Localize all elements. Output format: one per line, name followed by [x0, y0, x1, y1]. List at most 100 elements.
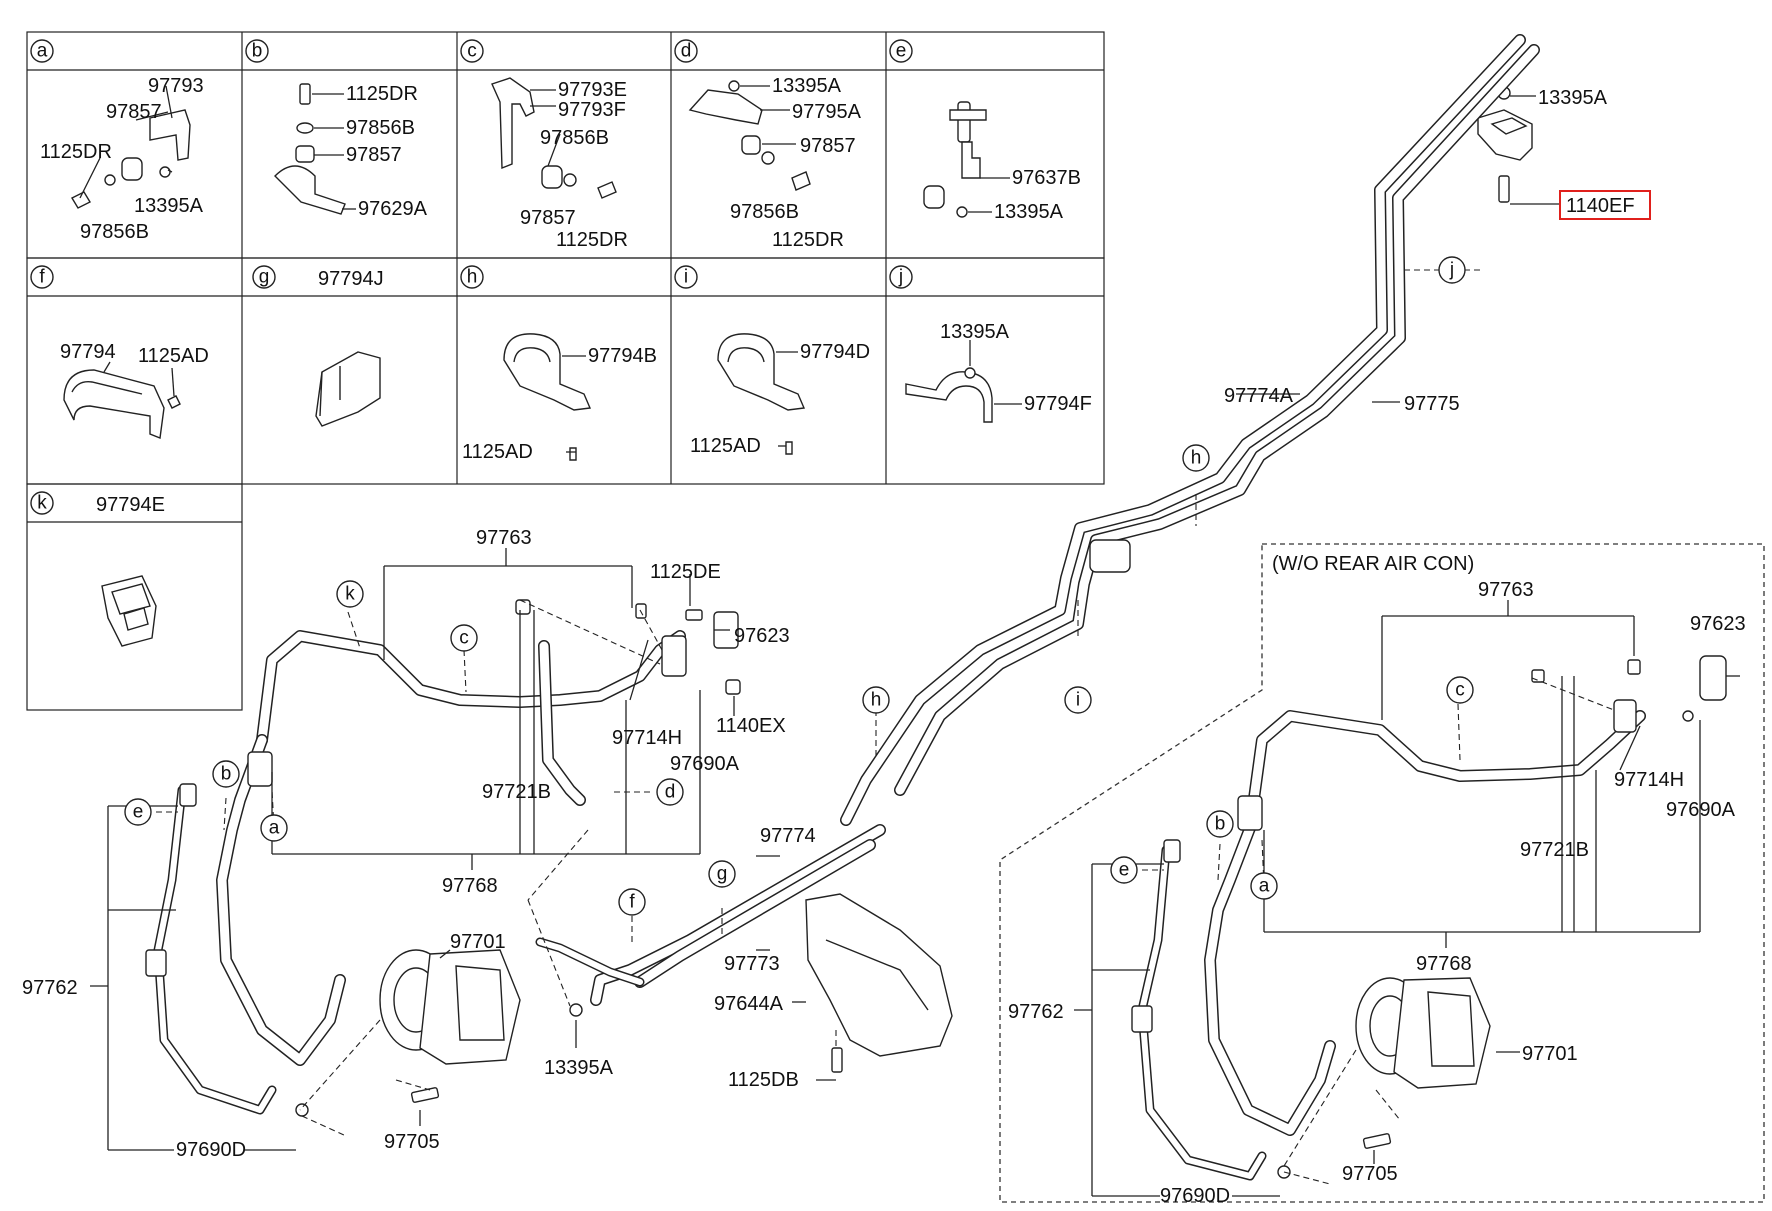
- part-1125AD-f: 1125AD: [138, 345, 209, 367]
- inset-callout-a: a: [1259, 876, 1270, 897]
- inset-label-97714H: 97714H: [1614, 769, 1684, 791]
- main-leader-lines: [90, 393, 1400, 1151]
- part-97857-d: 97857: [800, 135, 856, 157]
- inset-compressor: [1355, 977, 1491, 1089]
- part-97857-c: 97857: [520, 207, 576, 229]
- compressor-97701: [379, 949, 521, 1065]
- panel-a-letter: a: [37, 41, 48, 62]
- inline-muffler: [1089, 539, 1131, 573]
- part-97794D: 97794D: [800, 341, 870, 363]
- part-97637B: 97637B: [1012, 167, 1081, 189]
- label-1140EX: 1140EX: [716, 715, 786, 737]
- panel-letters: a b c d e f g h i j k: [30, 39, 913, 515]
- highlighted-part-box: [1559, 190, 1651, 220]
- part-97793: 97793: [148, 75, 204, 97]
- inset-label-97690D: 97690D: [1160, 1185, 1230, 1207]
- panel-j: 13395A 97794F: [905, 321, 1092, 423]
- panel-k-letter: k: [37, 493, 47, 514]
- part-97793F: 97793F: [558, 99, 626, 121]
- label-97714H: 97714H: [612, 727, 682, 749]
- panel-g-header: 97794J: [318, 268, 384, 290]
- inset-title: (W/O REAR AIR CON): [1272, 553, 1474, 575]
- label-97644A: 97644A: [714, 993, 784, 1015]
- panel-d: 13395A 97795A 97857 97856B 1125DR: [688, 75, 862, 251]
- part-97794: 97794: [60, 341, 116, 363]
- part-97629A: 97629A: [358, 198, 428, 220]
- inset-callout-b: b: [1215, 814, 1226, 835]
- panel-h: 97794B 1125AD: [462, 333, 657, 463]
- part-97856B-d: 97856B: [730, 201, 799, 223]
- panel-b-letter: b: [252, 41, 263, 62]
- part-1125AD-h: 1125AD: [462, 441, 533, 463]
- panel-c: 97793E 97793F 97856B 97857 1125DR: [491, 77, 628, 251]
- inset-without-rear-aircon: (W/O REAR AIR CON): [999, 543, 1765, 1207]
- part-97794F: 97794F: [1024, 393, 1092, 415]
- bolt-1125DE: [685, 609, 703, 621]
- part-13395A-e: 13395A: [994, 201, 1064, 223]
- bolt-1125DB: [831, 1047, 843, 1073]
- callout-f: f: [629, 892, 635, 913]
- panel-k-header: 97794E: [96, 494, 165, 516]
- inset-label-97701: 97701: [1522, 1043, 1578, 1065]
- label-97768: 97768: [442, 875, 498, 897]
- label-1125DB: 1125DB: [728, 1069, 799, 1091]
- callout-i: i: [1076, 690, 1080, 711]
- label-97623: 97623: [734, 625, 790, 647]
- inset-callout-c: c: [1455, 680, 1465, 701]
- callout-c: c: [459, 628, 469, 649]
- label-97763: 97763: [476, 527, 532, 549]
- part-97856B-b: 97856B: [346, 117, 415, 139]
- label-13395A: 13395A: [544, 1057, 614, 1079]
- part-1125DR-c: 1125DR: [556, 229, 628, 251]
- label-97774: 97774: [760, 825, 816, 847]
- main-dashed-lines: [156, 269, 1480, 1137]
- callout-k: k: [345, 584, 355, 605]
- label-97762: 97762: [22, 977, 78, 999]
- main-labels: 97774A 97775 97763 1125DE 97623 1140EX 9…: [22, 385, 1460, 1161]
- label-97690D: 97690D: [176, 1139, 246, 1161]
- callout-j: j: [1449, 260, 1454, 281]
- part-97794B: 97794B: [588, 345, 657, 367]
- inset-label-97705: 97705: [1342, 1163, 1398, 1185]
- panel-i: 97794D 1125AD: [690, 333, 870, 457]
- part-1125AD-i: 1125AD: [690, 435, 761, 457]
- callout-d: d: [665, 782, 676, 803]
- panel-k: [101, 575, 157, 647]
- inset-pressure-switch: [1699, 655, 1727, 701]
- label-97690A: 97690A: [670, 753, 740, 775]
- label-97773: 97773: [724, 953, 780, 975]
- nut-13395A: [569, 1003, 583, 1017]
- label-97774A: 97774A: [1224, 385, 1294, 407]
- inset-callout-e: e: [1119, 860, 1130, 881]
- callout-a: a: [269, 818, 280, 839]
- clamp-97762: [145, 949, 167, 977]
- part-13395A-j: 13395A: [940, 321, 1010, 343]
- part-97795A: 97795A: [792, 101, 862, 123]
- panel-e-letter: e: [896, 41, 907, 62]
- inset-label-97763: 97763: [1478, 579, 1534, 601]
- panel-f-letter: f: [39, 267, 45, 288]
- callout-e: e: [133, 802, 144, 823]
- panel-d-letter: d: [681, 41, 692, 62]
- main-callouts: j h i h k c b a e d f g: [124, 256, 1466, 916]
- bolt-1140EX: [725, 679, 741, 695]
- bolt-97705: [410, 1087, 440, 1103]
- label-97701: 97701: [450, 931, 506, 953]
- part-13395A-top: 13395A: [1538, 87, 1608, 109]
- detail-grid: [26, 31, 1105, 711]
- part-97856B: 97856B: [80, 221, 149, 243]
- panel-b: 1125DR 97856B 97857 97629A: [274, 83, 428, 220]
- label-97705: 97705: [384, 1131, 440, 1153]
- part-1140EF[interactable]: 1140EF: [1566, 195, 1635, 217]
- main-pipe-runs: [153, 34, 1540, 1115]
- part-97793E: 97793E: [558, 79, 627, 101]
- part-97857-b: 97857: [346, 144, 402, 166]
- panel-e: 97637B 13395A: [923, 101, 1081, 223]
- callout-h-upper: h: [1191, 448, 1202, 469]
- panel-a: 97793 97857 1125DR 13395A 97856B: [40, 75, 204, 243]
- inset-label-97623: 97623: [1690, 613, 1746, 635]
- callout-b: b: [221, 764, 232, 785]
- part-97857: 97857: [106, 101, 162, 123]
- panel-h-letter: h: [467, 267, 478, 288]
